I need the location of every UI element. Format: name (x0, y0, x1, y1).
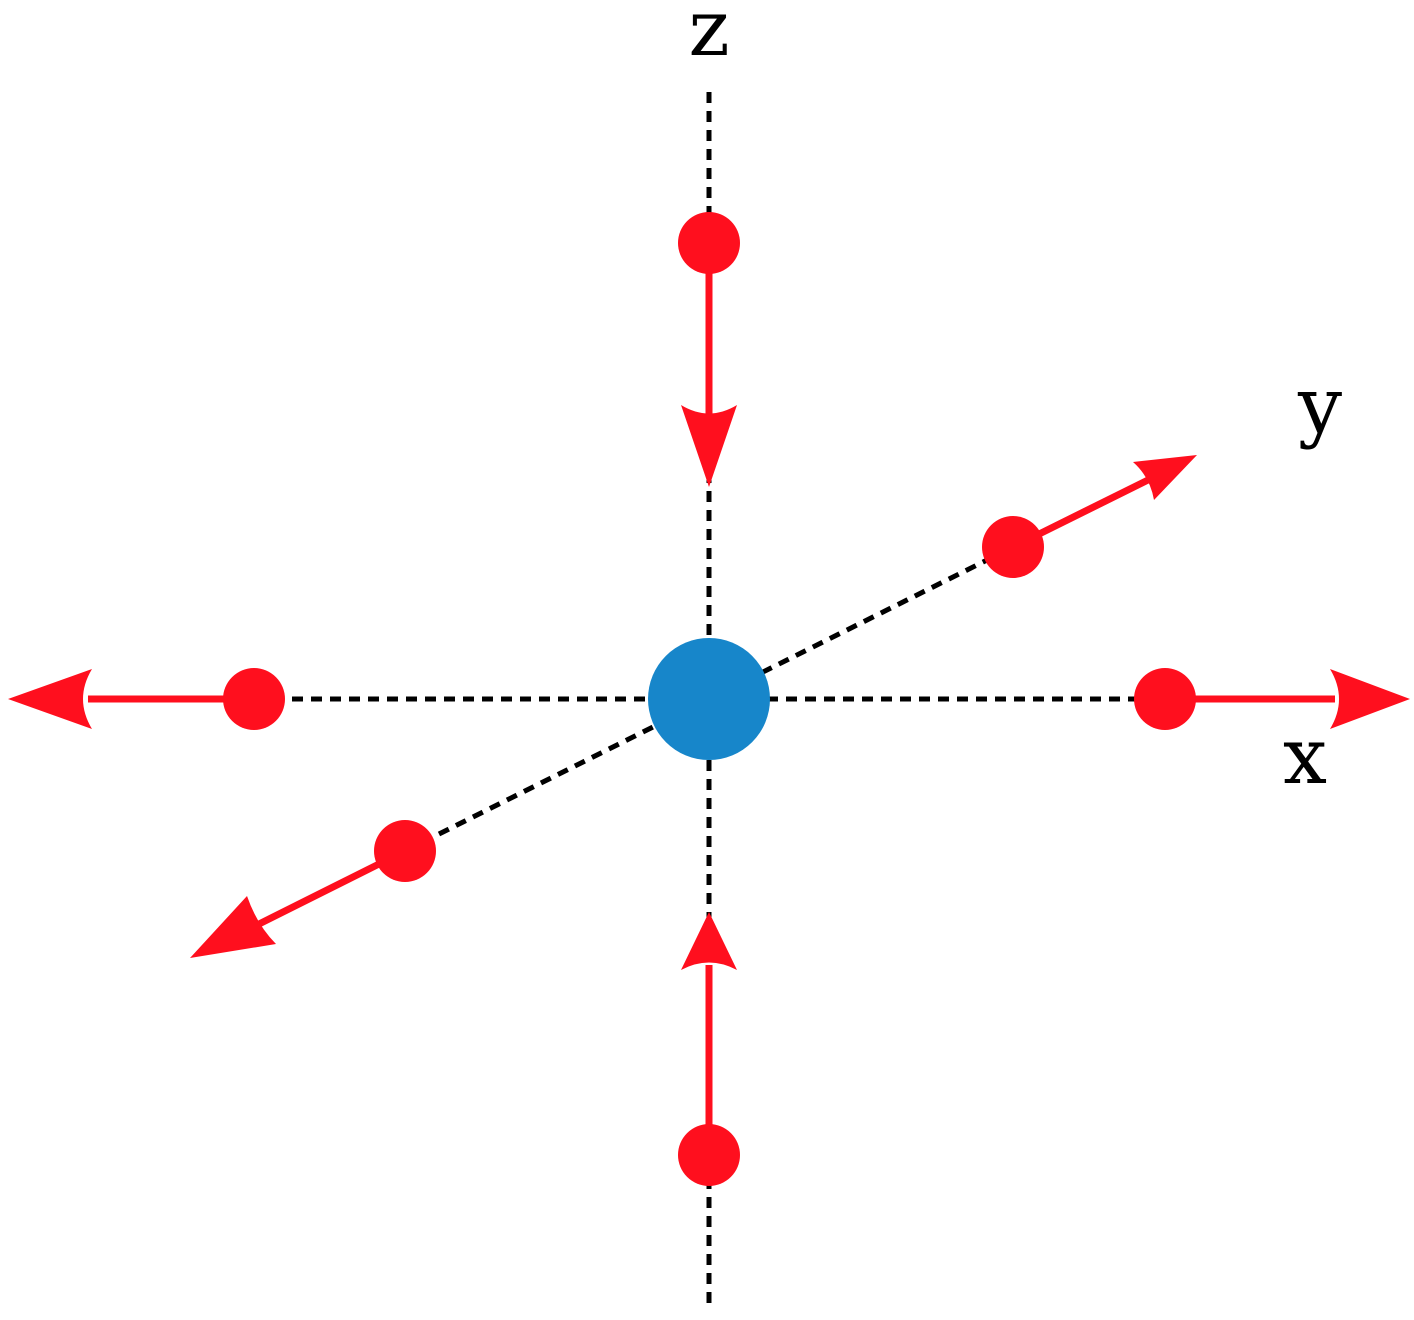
arrowhead-lower-left-icon (190, 896, 276, 958)
arrowhead-up-icon (681, 912, 737, 970)
ligand-y-upper (982, 516, 1044, 578)
ligands (223, 212, 1196, 1186)
ligand-y-lower (374, 820, 436, 882)
arrowheads (8, 405, 1410, 970)
ligand-x-left (223, 668, 285, 730)
arrowhead-right-icon (1330, 669, 1410, 729)
ligand-z-bottom (678, 1124, 740, 1186)
central-atom (648, 638, 770, 760)
arrowhead-upper-right-icon (1133, 455, 1197, 500)
ligand-z-top (678, 212, 740, 274)
arrowhead-down-icon (681, 405, 737, 487)
y-axis-label: y (1297, 361, 1342, 451)
x-axis-label: x (1283, 712, 1327, 802)
z-axis-label: z (688, 0, 729, 74)
ligand-x-right (1134, 668, 1196, 730)
arrowhead-left-icon (8, 669, 92, 729)
